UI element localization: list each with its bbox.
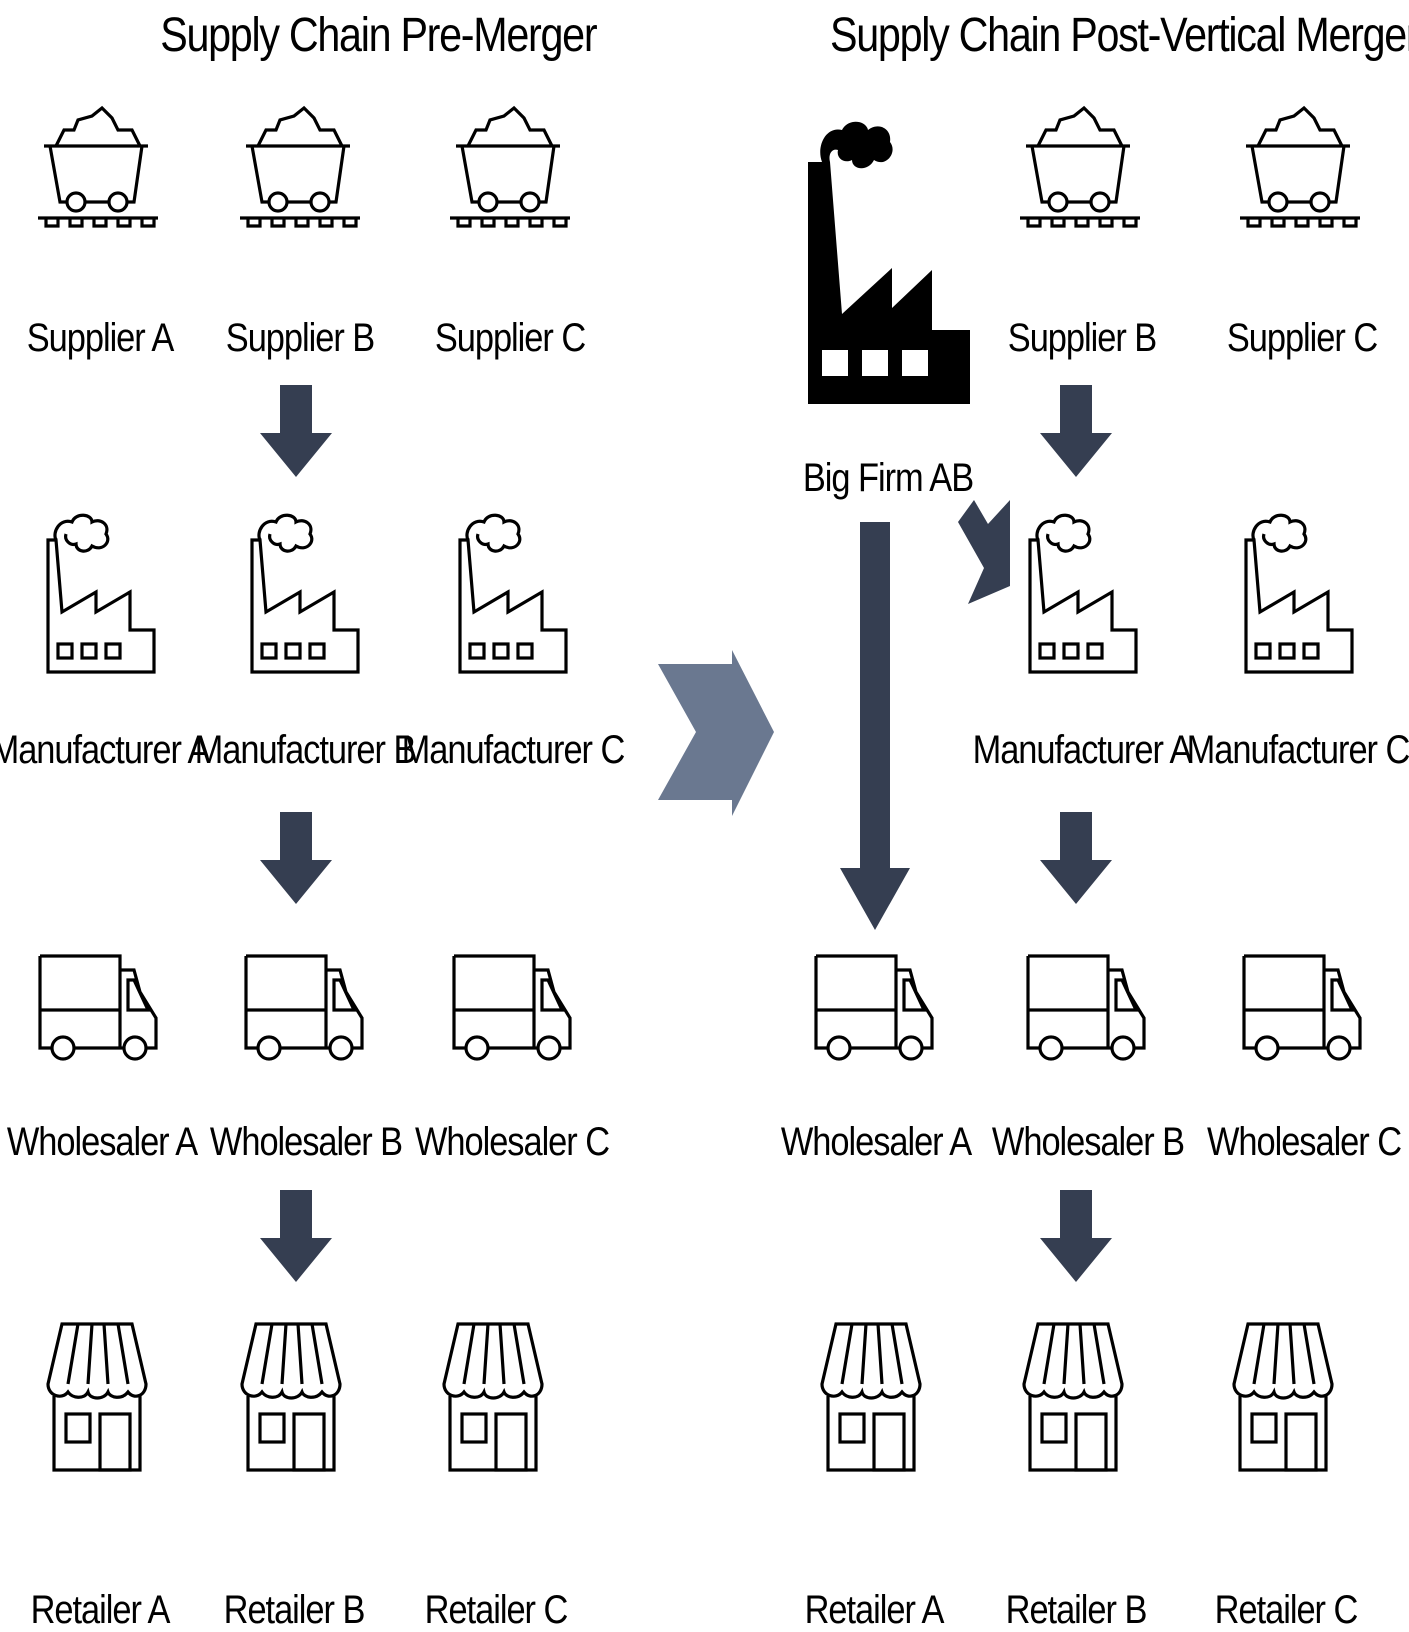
pre-manufacturer-c-label: Manufacturer C bbox=[401, 728, 626, 772]
post-supplier-c-label: Supplier C bbox=[1226, 316, 1378, 360]
factory-icon bbox=[250, 513, 360, 674]
delivery-truck-icon bbox=[1242, 954, 1362, 1061]
chevron-right-icon bbox=[658, 650, 774, 816]
storefront-icon bbox=[820, 1322, 922, 1472]
pre-retailer-b-label: Retailer B bbox=[223, 1588, 366, 1632]
down-arrow-icon bbox=[1040, 385, 1112, 477]
mine-cart-icon bbox=[1238, 106, 1362, 228]
big-firm-ab-label: Big Firm AB bbox=[802, 456, 974, 500]
factory-icon bbox=[1244, 513, 1354, 674]
post-wholesaler-b-label: Wholesaler B bbox=[991, 1120, 1185, 1164]
post-retailer-b-label: Retailer B bbox=[1005, 1588, 1148, 1632]
mine-cart-icon bbox=[238, 106, 362, 228]
factory-filled-icon bbox=[808, 121, 970, 404]
delivery-truck-icon bbox=[38, 954, 158, 1061]
long-down-arrow-icon bbox=[840, 522, 910, 930]
down-arrow-icon bbox=[260, 385, 332, 477]
storefront-icon bbox=[442, 1322, 544, 1472]
post-manufacturer-a-label: Manufacturer A bbox=[972, 728, 1193, 772]
storefront-icon bbox=[1022, 1322, 1124, 1472]
factory-icon bbox=[458, 513, 568, 674]
post-wholesaler-a-label: Wholesaler A bbox=[780, 1120, 972, 1164]
down-arrow-icon bbox=[260, 1190, 332, 1282]
mine-cart-icon bbox=[36, 106, 160, 228]
post-supplier-b-label: Supplier B bbox=[1007, 316, 1157, 360]
pre-supplier-b-label: Supplier B bbox=[225, 316, 375, 360]
pre-merger-title: Supply Chain Pre-Merger bbox=[160, 9, 597, 62]
down-arrow-icon bbox=[1040, 812, 1112, 904]
down-arrow-icon bbox=[1040, 1190, 1112, 1282]
pre-retailer-a-label: Retailer A bbox=[30, 1588, 171, 1632]
post-manufacturer-c-label: Manufacturer C bbox=[1186, 728, 1409, 772]
post-retailer-c-label: Retailer C bbox=[1214, 1588, 1359, 1632]
post-merger-title: Supply Chain Post-Vertical Merger bbox=[830, 9, 1409, 62]
down-arrow-icon bbox=[260, 812, 332, 904]
pre-retailer-c-label: Retailer C bbox=[424, 1588, 569, 1632]
post-wholesaler-c-label: Wholesaler C bbox=[1206, 1120, 1402, 1164]
delivery-truck-icon bbox=[244, 954, 364, 1061]
mine-cart-icon bbox=[448, 106, 572, 228]
factory-icon bbox=[46, 513, 156, 674]
pre-supplier-a-label: Supplier A bbox=[26, 316, 175, 360]
pre-manufacturer-b-label: Manufacturer B bbox=[194, 728, 417, 772]
post-retailer-a-label: Retailer A bbox=[804, 1588, 945, 1632]
factory-icon bbox=[1028, 513, 1138, 674]
pre-manufacturer-a-label: Manufacturer A bbox=[0, 728, 210, 772]
pre-wholesaler-c-label: Wholesaler C bbox=[414, 1120, 610, 1164]
storefront-icon bbox=[240, 1322, 342, 1472]
storefront-icon bbox=[46, 1322, 148, 1472]
delivery-truck-icon bbox=[1026, 954, 1146, 1061]
delivery-truck-icon bbox=[814, 954, 934, 1061]
pre-wholesaler-b-label: Wholesaler B bbox=[209, 1120, 403, 1164]
mine-cart-icon bbox=[1018, 106, 1142, 228]
delivery-truck-icon bbox=[452, 954, 572, 1061]
pre-supplier-c-label: Supplier C bbox=[434, 316, 586, 360]
pre-wholesaler-a-label: Wholesaler A bbox=[6, 1120, 198, 1164]
diagonal-arrow-icon bbox=[958, 500, 1010, 604]
storefront-icon bbox=[1232, 1322, 1334, 1472]
